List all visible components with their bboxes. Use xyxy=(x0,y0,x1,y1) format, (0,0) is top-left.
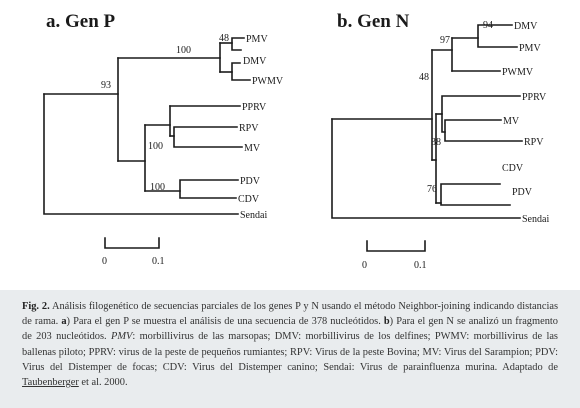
scale-end: 0.1 xyxy=(414,260,427,271)
scale-end: 0.1 xyxy=(152,256,165,267)
caption-abbrev: PMV xyxy=(110,331,133,343)
panel-a-bootstrap-values: 48 100 93 100 100 xyxy=(101,33,229,193)
phylogenetic-trees: a. Gen P xyxy=(43,11,549,271)
leaf-label: RPV xyxy=(524,137,544,148)
caption-text: ) Para el gen P se muestra el análisis d… xyxy=(66,316,384,328)
panel-a-title: a. Gen P xyxy=(46,11,116,32)
leaf-label: DMV xyxy=(243,56,267,67)
leaf-label: PDV xyxy=(512,187,533,198)
caption-text: et al. 2000. xyxy=(78,377,128,389)
panel-b-branches xyxy=(331,24,523,219)
leaf-label: MV xyxy=(244,143,261,154)
figure-area: a. Gen P xyxy=(43,11,550,271)
leaf-label: PWMV xyxy=(252,76,284,87)
panel-b-title: b. Gen N xyxy=(337,11,410,32)
bootstrap-value: 100 xyxy=(150,182,165,193)
caption-part-b: b xyxy=(383,316,390,328)
panel-b: b. Gen N xyxy=(331,11,549,271)
bootstrap-value: 100 xyxy=(176,45,191,56)
panel-b-bootstrap-values: 94 97 48 38 76 xyxy=(419,20,493,195)
bootstrap-value: 93 xyxy=(101,80,111,91)
leaf-label: RPV xyxy=(239,123,259,134)
bootstrap-value: 76 xyxy=(427,184,437,195)
leaf-label: PWMV xyxy=(502,67,534,78)
caption-text: : morbillivirus de las marsopas; DMV: mo… xyxy=(22,331,558,373)
leaf-label: DMV xyxy=(514,21,538,32)
panel-b-leaf-labels: DMV PMV PWMV PPRV MV RPV CDV PDV Sendai xyxy=(502,21,549,225)
caption-part-a: a xyxy=(61,316,67,328)
panel-a-scale-bar: 0 0.1 xyxy=(102,237,165,267)
leaf-label: PMV xyxy=(519,43,541,54)
leaf-label: Sendai xyxy=(240,210,267,221)
caption-label: Fig. 2. xyxy=(22,301,50,312)
bootstrap-value: 38 xyxy=(431,137,441,148)
caption-text: Análisis filogenético de secuencias parc… xyxy=(22,301,558,328)
leaf-label: PMV xyxy=(246,34,268,45)
leaf-label: CDV xyxy=(238,194,260,205)
leaf-label: PPRV xyxy=(242,102,267,113)
leaf-label: CDV xyxy=(502,163,524,174)
author-link[interactable]: Taubenberger xyxy=(22,377,79,389)
bootstrap-value: 48 xyxy=(219,33,229,44)
scale-start: 0 xyxy=(102,256,107,267)
panel-a: a. Gen P xyxy=(43,11,284,267)
leaf-label: PPRV xyxy=(522,92,547,103)
scale-start: 0 xyxy=(362,260,367,271)
leaf-label: PDV xyxy=(240,176,261,187)
leaf-label: Sendai xyxy=(522,214,549,225)
panel-b-scale-bar: 0 0.1 xyxy=(362,240,427,271)
bootstrap-value: 94 xyxy=(483,20,493,31)
bootstrap-value: 97 xyxy=(440,35,450,46)
bootstrap-value: 100 xyxy=(148,141,163,152)
panel-a-branches xyxy=(43,37,251,215)
panel-a-leaf-labels: PMV DMV PWMV PPRV RPV MV PDV CDV Sendai xyxy=(238,34,284,221)
figure-caption: Fig. 2. Análisis filogenético de secuenc… xyxy=(0,290,580,408)
caption-text: ) Para el gen N se analizó un fragmento … xyxy=(22,316,558,343)
leaf-label: MV xyxy=(503,116,520,127)
bootstrap-value: 48 xyxy=(419,72,429,83)
